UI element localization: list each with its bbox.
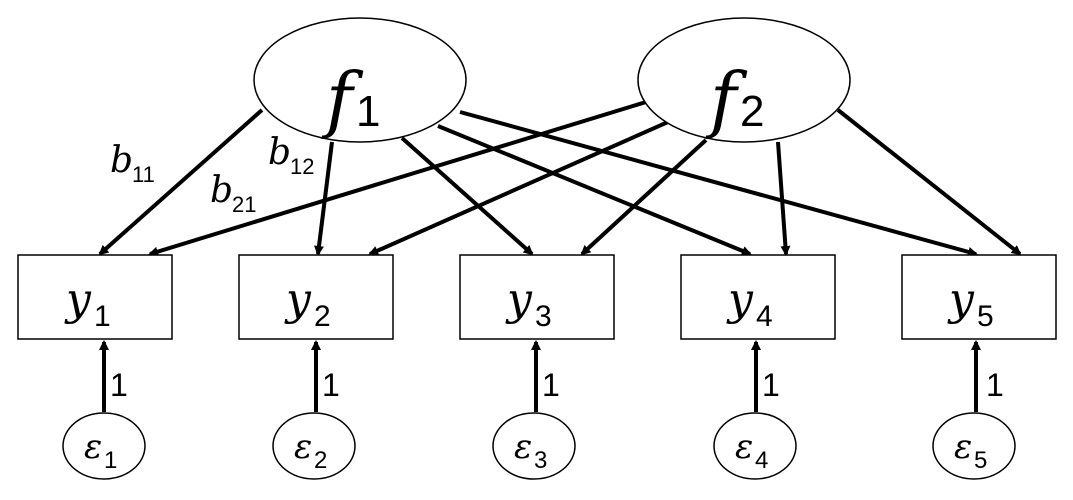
error-e5-symbol: ε bbox=[954, 427, 972, 467]
observed-y5: y 5 bbox=[901, 254, 1057, 340]
observed-y2: y 2 bbox=[238, 254, 394, 340]
path-f2-y5 bbox=[836, 108, 1022, 256]
error-e3: ε 3 bbox=[492, 412, 576, 480]
error-e1: ε 1 bbox=[62, 412, 146, 480]
factor-f2-subscript: 2 bbox=[740, 87, 764, 136]
error-e1-subscript: 1 bbox=[104, 447, 117, 474]
path-f1-y3 bbox=[400, 136, 534, 256]
error-e2-symbol: ε bbox=[294, 427, 312, 467]
loading-b21-subscript: 21 bbox=[232, 192, 256, 217]
observed-y4: y 4 bbox=[680, 254, 836, 340]
observed-y1-box bbox=[17, 254, 173, 340]
loading-b11-subscript: 11 bbox=[132, 162, 155, 187]
path-f2-y2 bbox=[368, 120, 669, 256]
error-path-label: 1 bbox=[762, 367, 780, 403]
error-path-label: 1 bbox=[322, 367, 340, 403]
error-e1-ellipse bbox=[62, 412, 146, 480]
path-f1-y1 bbox=[98, 108, 264, 256]
loading-b12-symbol: b bbox=[268, 132, 291, 173]
error-e4-subscript: 4 bbox=[755, 447, 768, 474]
error-e3-symbol: ε bbox=[514, 427, 532, 467]
error-path-label: 1 bbox=[110, 367, 128, 403]
path-f2-y4 bbox=[776, 141, 791, 256]
error-e3-ellipse bbox=[492, 412, 576, 480]
error-e3-subscript: 3 bbox=[534, 447, 547, 474]
error-path-label: 1 bbox=[542, 367, 560, 403]
observed-y5-symbol: y bbox=[947, 274, 975, 325]
error-e2-subscript: 2 bbox=[314, 447, 327, 474]
observed-y4-subscript: 4 bbox=[756, 300, 773, 333]
path-f1-y2 bbox=[314, 141, 334, 256]
error-e4-symbol: ε bbox=[735, 427, 753, 467]
observed-y3: y 3 bbox=[459, 254, 615, 340]
observed-y5-subscript: 5 bbox=[977, 300, 994, 333]
observed-y4-box bbox=[680, 254, 836, 340]
path-f2-y1 bbox=[148, 100, 647, 257]
factor-f2-ellipse bbox=[637, 17, 851, 143]
error-paths bbox=[99, 340, 981, 412]
error-e4-ellipse bbox=[713, 412, 797, 480]
factor-loading-paths bbox=[98, 100, 1022, 257]
loading-b21-symbol: b bbox=[210, 170, 233, 211]
observed-y3-subscript: 3 bbox=[535, 300, 552, 333]
observed-y1: y 1 bbox=[17, 254, 173, 340]
error-e4: ε 4 bbox=[713, 412, 797, 480]
observed-y3-box bbox=[459, 254, 615, 340]
path-f1-y4 bbox=[437, 124, 752, 256]
loading-label-b11: b 11 bbox=[110, 140, 155, 187]
error-path-label: 1 bbox=[986, 367, 1004, 403]
path-f2-y3 bbox=[580, 138, 708, 256]
loading-label-b12: b 12 bbox=[268, 132, 314, 179]
observed-y2-subscript: 2 bbox=[314, 300, 331, 333]
observed-y3-symbol: y bbox=[505, 274, 533, 325]
observed-y2-symbol: y bbox=[284, 274, 312, 325]
factor-f2: f 2 bbox=[637, 17, 851, 143]
error-e1-symbol: ε bbox=[84, 427, 102, 467]
factor-f1: f 1 bbox=[253, 17, 467, 143]
observed-y1-subscript: 1 bbox=[94, 300, 111, 333]
observed-y5-box bbox=[901, 254, 1057, 340]
observed-y1-symbol: y bbox=[64, 274, 92, 325]
loading-b11-symbol: b bbox=[110, 140, 133, 181]
factor-f1-subscript: 1 bbox=[356, 87, 380, 136]
observed-y2-box bbox=[238, 254, 394, 340]
error-e5-subscript: 5 bbox=[974, 447, 987, 474]
path-f1-y5 bbox=[459, 110, 978, 257]
factor-f1-ellipse bbox=[253, 17, 467, 143]
loading-b12-subscript: 12 bbox=[290, 154, 314, 179]
error-e5: ε 5 bbox=[932, 412, 1016, 480]
error-e2: ε 2 bbox=[272, 412, 356, 480]
loading-label-b21: b 21 bbox=[210, 170, 256, 217]
error-e2-ellipse bbox=[272, 412, 356, 480]
error-path-labels: 1 1 1 1 1 bbox=[110, 367, 1004, 403]
observed-y4-symbol: y bbox=[726, 274, 754, 325]
error-e5-ellipse bbox=[932, 412, 1016, 480]
